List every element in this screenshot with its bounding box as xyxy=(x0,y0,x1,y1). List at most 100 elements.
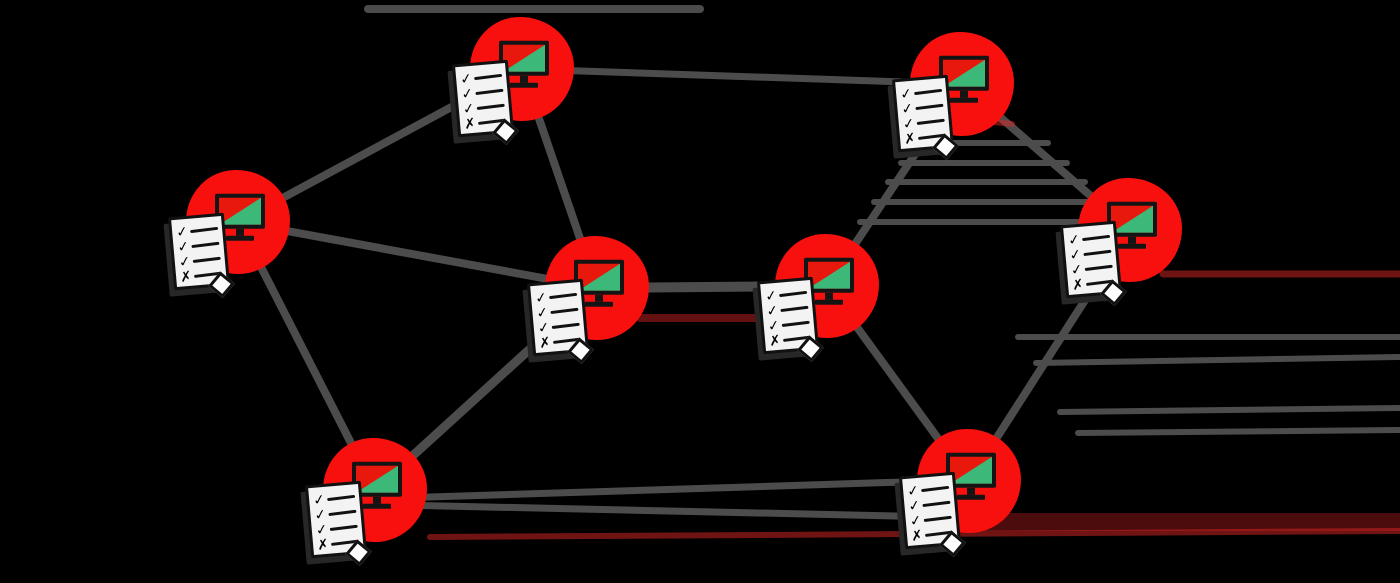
cross-mark: ✗ xyxy=(462,114,478,133)
checklist-line xyxy=(921,485,950,493)
check-mark: ✓ xyxy=(534,289,549,307)
checklist-line xyxy=(923,515,952,523)
check-mark: ✓ xyxy=(908,511,923,530)
monitor-stand xyxy=(520,75,528,83)
cross-mark: ✗ xyxy=(767,331,783,350)
checklist-line xyxy=(915,103,944,111)
cross-mark: ✗ xyxy=(902,129,918,148)
checklist-icon: ✓✓✓✗ xyxy=(304,480,372,567)
checklist-line xyxy=(327,494,356,502)
monitor-screen xyxy=(804,257,854,293)
check-mark: ✓ xyxy=(175,223,190,241)
checklist-line xyxy=(551,322,580,330)
checklist-icon: ✓✓✓✗ xyxy=(526,278,594,365)
check-mark: ✓ xyxy=(766,316,781,335)
node-center-left: ✓✓✓✗ xyxy=(526,236,649,365)
monitor-screen xyxy=(574,259,624,295)
checklist-line xyxy=(1083,249,1112,257)
checklist-icon: ✓✓✓✗ xyxy=(756,276,824,363)
checklist-line xyxy=(474,73,503,81)
network-edge xyxy=(1033,354,1400,366)
check-mark: ✓ xyxy=(314,520,329,539)
check-mark: ✓ xyxy=(535,303,550,322)
checklist-line xyxy=(191,241,220,249)
checklist-line xyxy=(475,88,504,96)
checklist-line xyxy=(329,524,358,532)
node-bottom-left: ✓✓✓✗ xyxy=(304,438,427,567)
check-mark: ✓ xyxy=(312,491,327,509)
monitor-base xyxy=(585,301,613,307)
check-mark: ✓ xyxy=(1068,245,1083,264)
checklist-line xyxy=(914,88,943,96)
checklist-line xyxy=(916,118,945,126)
node-center-right: ✓✓✓✗ xyxy=(756,234,879,363)
checklist-line xyxy=(1084,264,1113,272)
monitor-screen xyxy=(215,193,265,229)
monitor-base xyxy=(950,97,978,103)
monitor-base xyxy=(510,82,538,88)
check-mark: ✓ xyxy=(460,84,475,103)
cross-mark: ✗ xyxy=(178,267,194,286)
monitor-stand xyxy=(595,294,603,302)
check-mark: ✓ xyxy=(901,114,916,133)
check-mark: ✓ xyxy=(536,318,551,337)
network-edge xyxy=(518,65,966,88)
checklist-line xyxy=(922,500,951,508)
checklist-line xyxy=(779,290,808,298)
checklist-line xyxy=(190,226,219,234)
monitor-base xyxy=(957,494,985,500)
monitor-icon xyxy=(804,257,854,305)
checklist-icon: ✓✓✓✗ xyxy=(451,59,519,146)
monitor-icon xyxy=(939,55,989,103)
network-edge xyxy=(394,501,944,521)
check-mark: ✓ xyxy=(899,85,914,103)
node-left: ✓✓✓✗ xyxy=(167,170,290,299)
monitor-screen xyxy=(1107,201,1157,237)
check-mark: ✓ xyxy=(1069,260,1084,279)
checklist-icon: ✓✓✓✗ xyxy=(1059,220,1127,307)
node-right: ✓✓✓✗ xyxy=(1059,178,1182,307)
check-mark: ✓ xyxy=(765,301,780,320)
cross-mark: ✗ xyxy=(537,333,553,352)
checklist-line xyxy=(550,307,579,315)
monitor-base xyxy=(363,503,391,509)
checklist-line xyxy=(328,509,357,517)
network-edge xyxy=(1075,427,1400,436)
checklist-line xyxy=(1082,234,1111,242)
monitor-stand xyxy=(1128,236,1136,244)
checklist-line xyxy=(781,320,810,328)
check-mark: ✓ xyxy=(176,237,191,256)
network-edge xyxy=(1057,405,1400,415)
node-bottom-right: ✓✓✓✗ xyxy=(898,429,1021,558)
check-mark: ✓ xyxy=(907,496,922,515)
network-edge xyxy=(234,218,601,292)
network-edge xyxy=(394,477,939,502)
monitor-screen xyxy=(499,40,549,76)
monitor-icon xyxy=(574,259,624,307)
cross-mark: ✗ xyxy=(1070,275,1086,294)
monitor-icon xyxy=(499,40,549,88)
checklist-line xyxy=(780,305,809,313)
check-mark: ✓ xyxy=(764,287,779,305)
cross-mark: ✗ xyxy=(315,535,331,554)
checklist-line xyxy=(549,292,578,300)
check-mark: ✓ xyxy=(1067,231,1082,249)
check-mark: ✓ xyxy=(900,99,915,118)
checklist-icon: ✓✓✓✗ xyxy=(167,212,235,299)
monitor-icon xyxy=(215,193,265,241)
cross-mark: ✗ xyxy=(909,526,925,545)
monitor-base xyxy=(226,235,254,241)
monitor-icon xyxy=(1107,201,1157,249)
check-mark: ✓ xyxy=(459,70,474,88)
checklist-line xyxy=(476,103,505,111)
monitor-base xyxy=(815,299,843,305)
monitor-stand xyxy=(373,496,381,504)
monitor-stand xyxy=(236,228,244,236)
checklist-icon: ✓✓✓✗ xyxy=(891,74,959,161)
checklist-line xyxy=(192,256,221,264)
monitor-stand xyxy=(960,90,968,98)
monitor-stand xyxy=(967,487,975,495)
node-top-left: ✓✓✓✗ xyxy=(451,17,574,146)
